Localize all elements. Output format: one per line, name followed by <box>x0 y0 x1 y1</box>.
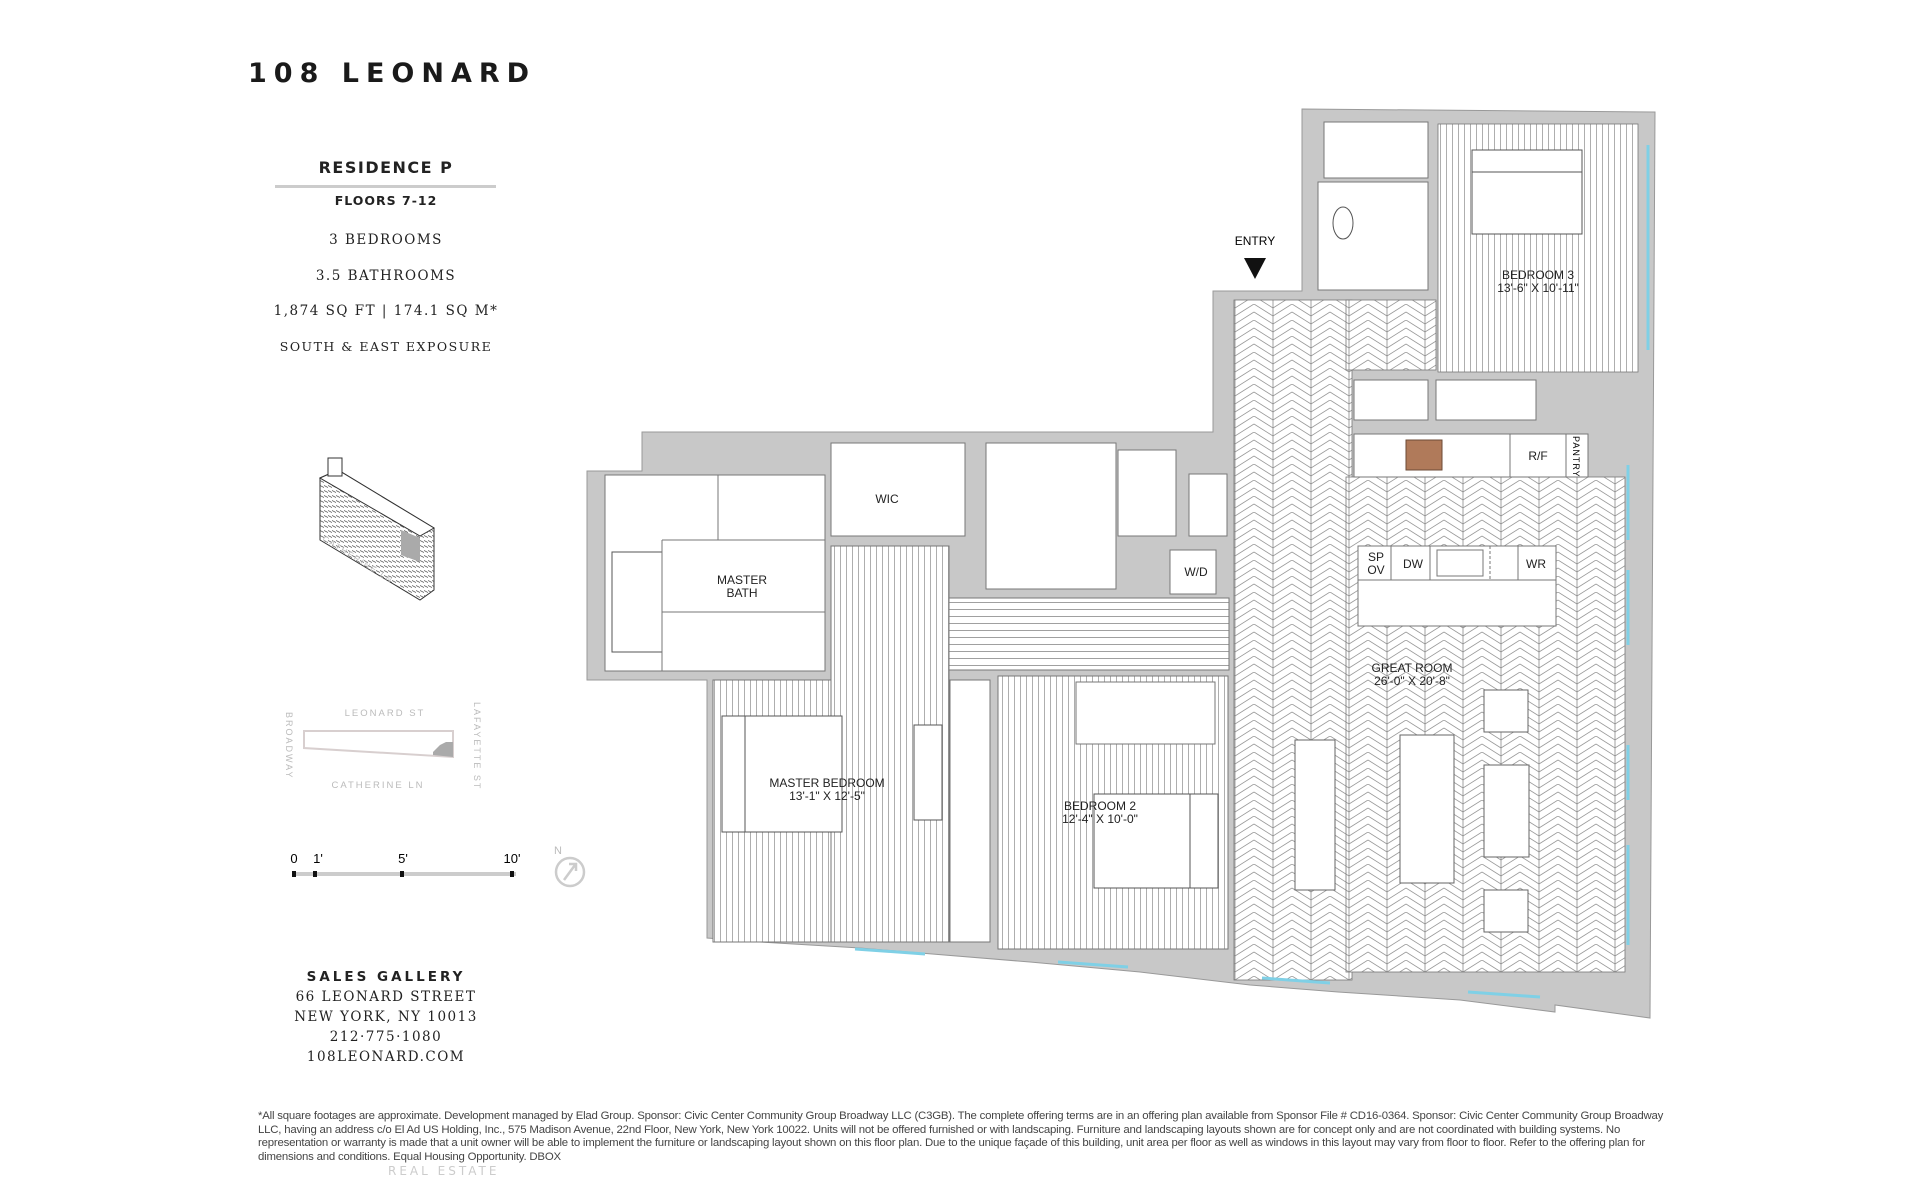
windows <box>854 145 1650 999</box>
room-dims-bedroom-3: 13'-6" X 10'-11" <box>1497 281 1579 295</box>
room-label-wic: WIC <box>875 492 899 506</box>
building-isometric-illustration: CATHERINE LN <box>318 457 435 601</box>
sales-gallery-website[interactable]: 108LEONARD.COM <box>306 1049 466 1065</box>
map-label-east: LAFAYETTE ST <box>472 702 482 790</box>
floor-plan: ENTRY BEDROOM 3 13'-6" X 10'-11" GREAT R… <box>586 108 1656 1019</box>
floors: FLOORS 7-12 <box>334 193 438 208</box>
watermark: REAL ESTATE <box>388 1164 500 1178</box>
entry-arrow-icon <box>1244 258 1266 279</box>
sales-gallery-address-2: NEW YORK, NY 10013 <box>294 1009 478 1025</box>
north-arrow-icon: N <box>554 845 586 888</box>
room-label-bedroom-3: BEDROOM 3 <box>1502 268 1574 282</box>
scale-tick: 0 <box>290 851 297 866</box>
sales-gallery-heading: SALES GALLERY <box>306 969 466 985</box>
dishwasher-label: DW <box>1403 557 1424 571</box>
scale-tick: 1' <box>313 851 323 866</box>
room-label-master-bath: MASTER <box>717 573 767 587</box>
range-cooktop <box>1405 439 1443 471</box>
divider <box>275 185 496 188</box>
room-dims-great-room: 26'-0" X 20'-8" <box>1374 674 1450 688</box>
north-label: N <box>554 845 562 857</box>
sales-gallery-address-1: 66 LEONARD STREET <box>295 989 477 1005</box>
legal-disclaimer: *All square footages are approximate. De… <box>258 1110 1664 1163</box>
scale-tick: 10' <box>504 851 521 866</box>
exposure: SOUTH & EAST EXPOSURE <box>279 339 493 354</box>
room-label-bedroom-2: BEDROOM 2 <box>1064 799 1136 813</box>
sales-gallery-phone[interactable]: 212·775·1080 <box>329 1029 443 1045</box>
bathrooms: 3.5 BATHROOMS <box>315 268 457 284</box>
room-label-great-room: GREAT ROOM <box>1372 661 1453 675</box>
map-label-west: BROADWAY <box>284 712 294 780</box>
area: 1,874 SQ FT | 174.1 SQ M* <box>273 303 499 319</box>
bedrooms: 3 BEDROOMS <box>329 232 443 248</box>
pantry-label: PANTRY <box>1571 436 1581 478</box>
entry-label: ENTRY <box>1235 234 1275 248</box>
washer-dryer-label: W/D <box>1184 565 1208 579</box>
key-map: LEONARD ST CATHERINE LN BROADWAY LAFAYET… <box>284 702 482 791</box>
map-label-south: CATHERINE LN <box>332 780 425 791</box>
map-label-north: LEONARD ST <box>345 708 426 719</box>
room-label-master-bedroom: MASTER BEDROOM <box>769 776 884 790</box>
speed-oven-label-ov: OV <box>1367 563 1384 577</box>
room-dims-master-bedroom: 13'-1" X 12'-5" <box>789 789 865 803</box>
scale-bar: 0 1' 5' 10' <box>290 851 520 877</box>
wine-refrigerator-label: WR <box>1526 557 1546 571</box>
room-label-master-bath-2: BATH <box>726 586 757 600</box>
speed-oven-label-sp: SP <box>1368 550 1384 564</box>
residence-name: RESIDENCE P <box>318 158 454 177</box>
refrigerator-label: R/F <box>1528 449 1547 463</box>
room-dims-bedroom-2: 12'-4" X 10'-0" <box>1062 812 1138 826</box>
scale-tick: 5' <box>398 851 408 866</box>
building-title: 108 LEONARD <box>248 58 537 89</box>
